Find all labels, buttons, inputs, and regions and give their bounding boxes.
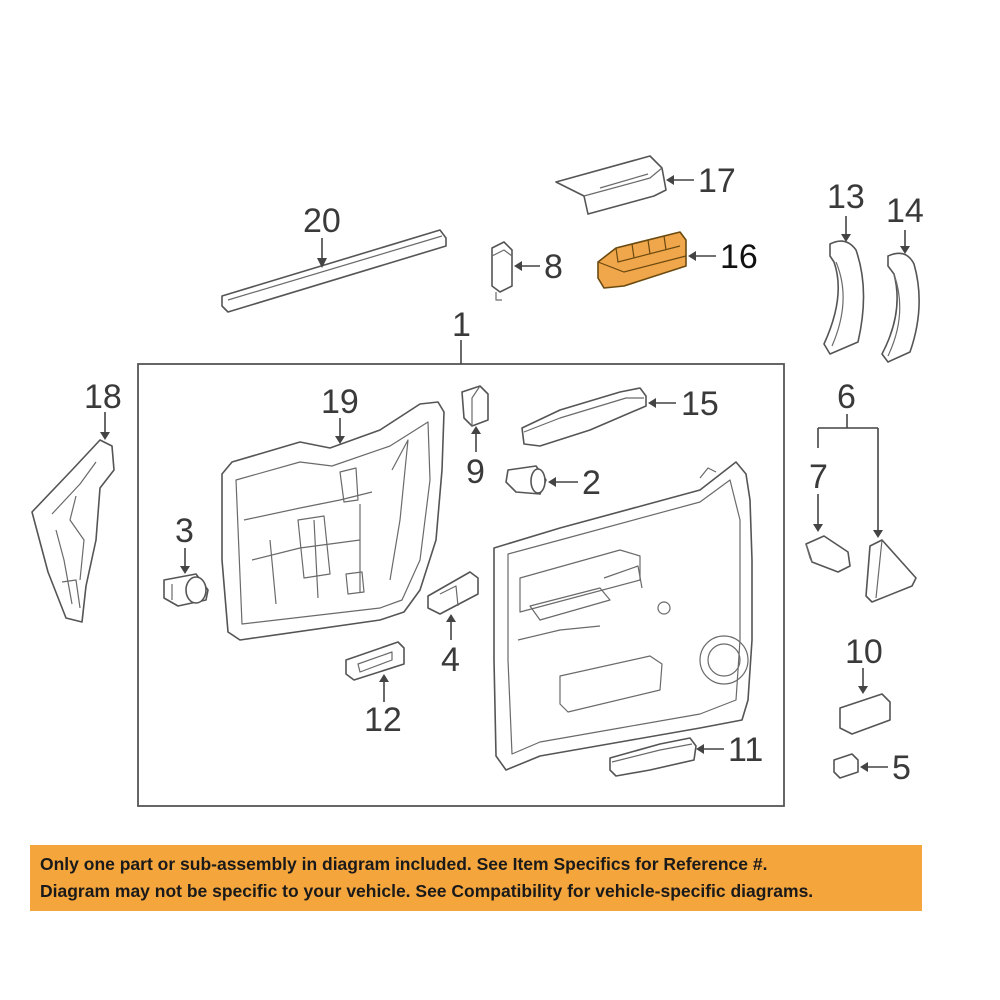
part-15-armrest[interactable] — [521, 387, 647, 447]
part-9-switch[interactable] — [461, 385, 489, 427]
part-14-pull-handle[interactable] — [881, 252, 920, 363]
callout-18: 18 — [84, 378, 122, 416]
callout-12: 12 — [364, 701, 402, 739]
part-13-pull-handle[interactable] — [823, 240, 865, 355]
callout-11: 11 — [728, 731, 763, 769]
notice-banner: Only one part or sub-assembly in diagram… — [30, 845, 922, 911]
part-8-clip[interactable] — [491, 241, 513, 301]
part-17-bezel[interactable] — [555, 155, 667, 215]
callout-5: 5 — [892, 749, 911, 787]
part-11-pull-cup[interactable] — [609, 737, 697, 777]
callout-3: 3 — [175, 512, 194, 550]
notice-line-1: Only one part or sub-assembly in diagram… — [40, 854, 768, 874]
part-6-trim-triangle[interactable] — [865, 539, 917, 603]
callout-16: 16 — [720, 238, 758, 276]
callout-4: 4 — [441, 641, 460, 679]
callout-20: 20 — [303, 202, 341, 240]
part-3-cup[interactable] — [163, 573, 209, 607]
part-2-lock-knob[interactable] — [505, 465, 547, 495]
part-10-cover[interactable] — [839, 693, 891, 735]
callout-7: 7 — [809, 458, 828, 496]
callout-19: 19 — [321, 383, 359, 421]
part-4-bracket[interactable] — [427, 571, 479, 615]
part-19-inner-panel[interactable] — [221, 401, 445, 641]
callout-17: 17 — [698, 162, 736, 200]
part-12-handle-bezel[interactable] — [345, 641, 405, 681]
callout-8: 8 — [544, 248, 563, 286]
part-7-plug[interactable] — [805, 535, 851, 573]
callout-15: 15 — [681, 385, 719, 423]
part-18-pillar-trim[interactable] — [31, 439, 115, 623]
callout-14: 14 — [886, 192, 924, 230]
part-16-window-switch[interactable] — [597, 231, 687, 289]
callout-10: 10 — [845, 633, 883, 671]
callout-9: 9 — [466, 453, 485, 491]
callout-2: 2 — [582, 464, 601, 502]
part-5-cover[interactable] — [833, 753, 859, 779]
part-20-belt-molding[interactable] — [221, 229, 447, 313]
callout-1: 1 — [452, 306, 471, 344]
door-trim-panel[interactable] — [493, 461, 753, 771]
notice-line-2: Diagram may not be specific to your vehi… — [40, 881, 814, 901]
callout-6: 6 — [837, 378, 856, 416]
callout-13: 13 — [827, 178, 865, 216]
